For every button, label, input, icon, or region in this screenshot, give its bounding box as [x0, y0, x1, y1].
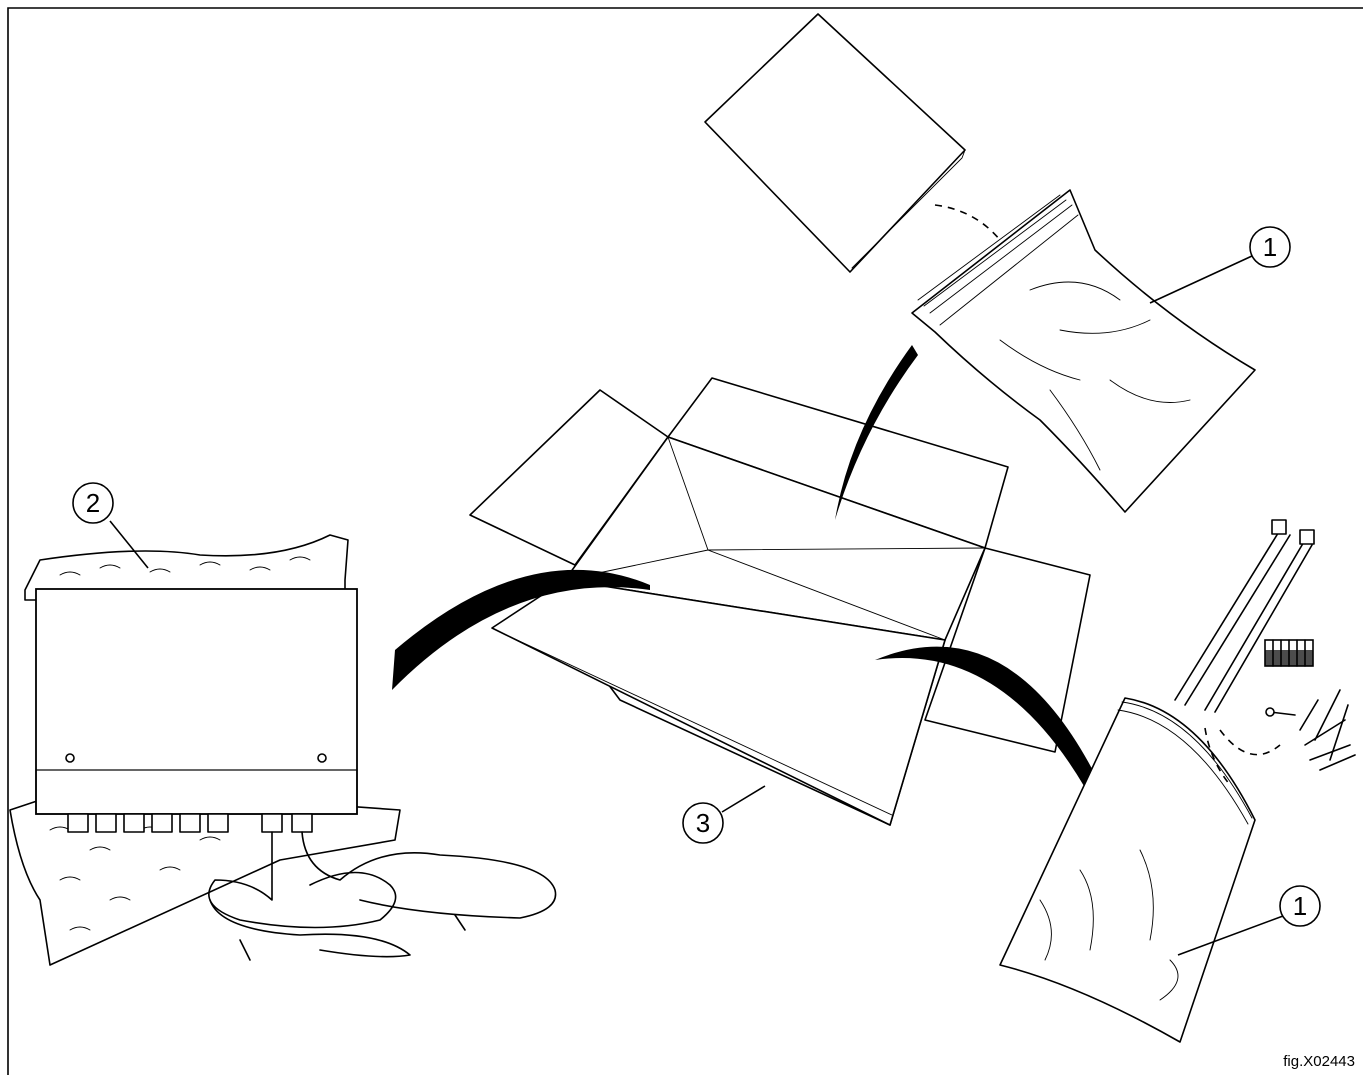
- callout-1-top: 1: [1150, 227, 1290, 303]
- callout-1-top-label: 1: [1263, 232, 1277, 262]
- callout-3-label: 3: [696, 808, 710, 838]
- screws-and-plugs: [1266, 690, 1355, 770]
- terminal-block: [1265, 640, 1313, 666]
- cardboard-box: [470, 378, 1090, 825]
- document-sheet: [705, 14, 965, 272]
- callout-2-label: 2: [86, 488, 100, 518]
- callout-3: 3: [683, 786, 765, 843]
- control-unit: [36, 589, 357, 832]
- callout-1-bottom-label: 1: [1293, 891, 1307, 921]
- cable-glands: [68, 814, 312, 832]
- cable-ties: [1175, 520, 1314, 712]
- figure-ref-label: fig.X02443: [1283, 1053, 1355, 1070]
